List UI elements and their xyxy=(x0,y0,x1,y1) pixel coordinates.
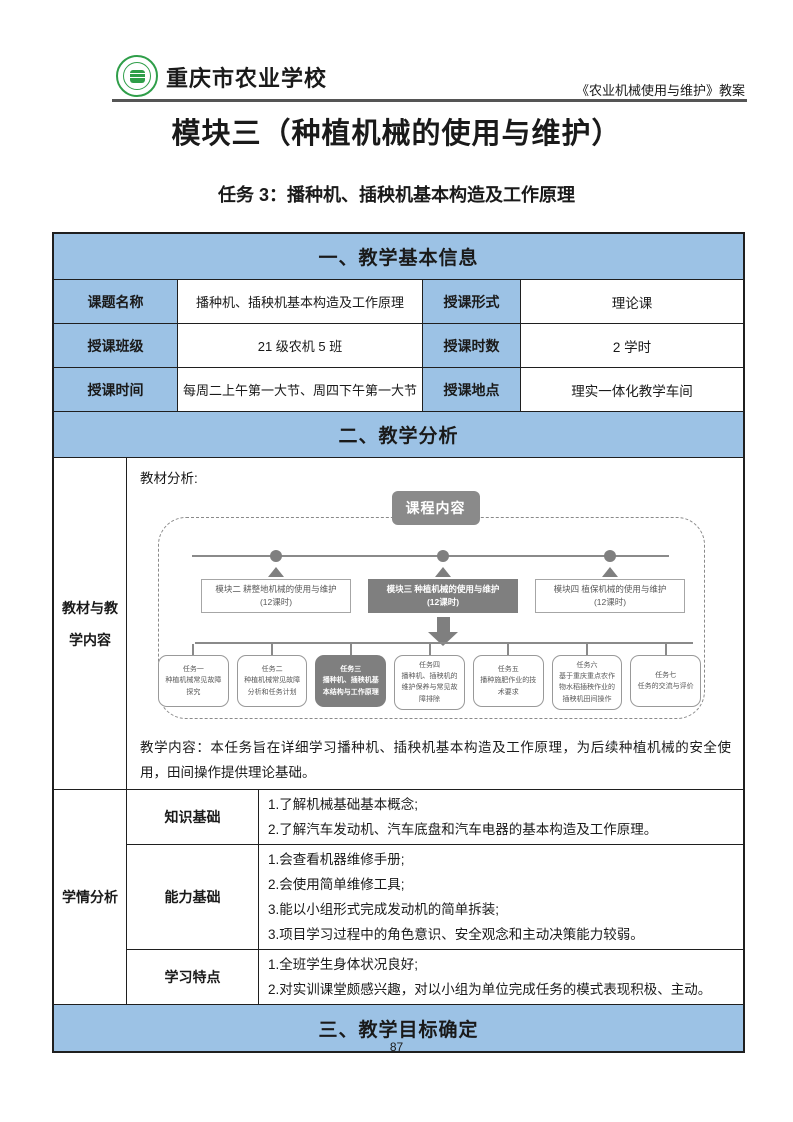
school-name: 重庆市农业学校 xyxy=(166,66,328,91)
course-content-diagram: 课程内容 模块二 耕整地机械的使用与维护 (12课时) 模块三 种植机械的使用与… xyxy=(140,491,731,729)
material-content-cell: 教材分析: 课程内容 模块二 耕整地机械的使用与维护 (12课时) 模块三 种植… xyxy=(126,458,743,789)
module-box-4: 模块四 植保机械的使用与维护 (12课时) xyxy=(535,579,685,613)
value-location: 理实一体化教学车间 xyxy=(520,368,743,411)
lesson-plan-table: 一、教学基本信息 课题名称 播种机、插秧机基本构造及工作原理 授课形式 理论课 … xyxy=(52,232,745,1053)
label-knowledge-base: 知识基础 xyxy=(127,790,259,844)
teaching-content-text: 教学内容：本任务旨在详细学习播种机、插秧机基本构造及工作原理，为后续种植机械的安… xyxy=(140,740,731,780)
task-box-6: 任务六 基于重庆重点农作物水稻插秧作业的插秧机田间操作 xyxy=(551,655,623,710)
learner-row-ability: 能力基础 1.会查看机器维修手册; 2.会使用简单维修工具; 3.能以小组形式完… xyxy=(127,844,743,949)
module-box-3-highlighted: 模块三 种植机械的使用与维护 (12课时) xyxy=(368,579,518,613)
task-box-4: 任务四 播种机、插秧机的维护保养与常见故障排除 xyxy=(394,655,465,710)
section2-header: 二、教学分析 xyxy=(54,412,743,457)
task-box-1: 任务一 种植机械常见故障探究 xyxy=(158,655,229,707)
value-course-name: 播种机、插秧机基本构造及工作原理 xyxy=(177,280,422,323)
table-row: 授课时间 每周二上午第一大节、周四下午第一大节 授课地点 理实一体化教学车间 xyxy=(54,367,743,411)
learner-row-characteristics: 学习特点 1.全班学生身体状况良好; 2.对实训课堂颇感兴趣，对以小组为单位完成… xyxy=(127,949,743,1004)
value-hours: 2 学时 xyxy=(520,324,743,367)
task-column-1: 任务一 种植机械常见故障探究 xyxy=(158,644,229,710)
down-arrow-icon xyxy=(437,617,450,632)
task-column-4: 任务四 播种机、插秧机的维护保养与常见故障排除 xyxy=(394,644,465,710)
row-label-class: 授课班级 xyxy=(54,324,177,367)
school-seal-inner-ring xyxy=(123,62,151,90)
task-column-5: 任务五 播种施肥作业的技术要求 xyxy=(472,644,544,710)
page-number: 87 xyxy=(389,1040,404,1054)
timeline-dot xyxy=(604,550,616,562)
module-timeline xyxy=(192,555,669,557)
task-column-6: 任务六 基于重庆重点农作物水稻插秧作业的插秧机田间操作 xyxy=(551,644,623,710)
task-connector-line xyxy=(195,642,693,644)
timeline-arrow-up-icon xyxy=(435,567,451,577)
course-content-badge: 课程内容 xyxy=(391,491,480,525)
learner-row-knowledge: 知识基础 1.了解机械基础基本概念; 2.了解汽车发动机、汽车底盘和汽车电器的基… xyxy=(127,790,743,844)
task-box-3-highlighted: 任务三 播种机、插秧机基本结构与工作原理 xyxy=(315,655,387,707)
row-label-material-and-content: 教材与教 学内容 xyxy=(62,599,118,648)
timeline-dot xyxy=(437,550,449,562)
ability-base-lines: 1.会查看机器维修手册; 2.会使用简单维修工具; 3.能以小组形式完成发动机的… xyxy=(268,852,644,942)
knowledge-base-lines: 1.了解机械基础基本概念; 2.了解汽车发动机、汽车底盘和汽车电器的基本构造及工… xyxy=(268,797,658,837)
row-label-time: 授课时间 xyxy=(54,368,177,411)
row-label-hours: 授课时数 xyxy=(422,324,520,367)
table-row: 课题名称 播种机、插秧机基本构造及工作原理 授课形式 理论课 xyxy=(54,279,743,323)
table-row: 授课班级 21 级农机 5 班 授课时数 2 学时 xyxy=(54,323,743,367)
learner-analysis-rows: 知识基础 1.了解机械基础基本概念; 2.了解汽车发动机、汽车底盘和汽车电器的基… xyxy=(126,790,743,1004)
header-divider xyxy=(112,99,747,102)
value-time: 每周二上午第一大节、周四下午第一大节 xyxy=(177,368,422,411)
table-row: 学情分析 知识基础 1.了解机械基础基本概念; 2.了解汽车发动机、汽车底盘和汽… xyxy=(54,789,743,1004)
learning-characteristics-lines: 1.全班学生身体状况良好; 2.对实训课堂颇感兴趣，对以小组为单位完成任务的模式… xyxy=(268,957,712,997)
task-box-2: 任务二 种植机械常见故障分析和任务计划 xyxy=(236,655,308,707)
timeline-dot xyxy=(270,550,282,562)
value-class: 21 级农机 5 班 xyxy=(177,324,422,367)
section1-header: 一、教学基本信息 xyxy=(54,234,743,279)
row-label-course-name: 课题名称 xyxy=(54,280,177,323)
section3-header: 三、教学目标确定 xyxy=(54,1005,743,1051)
task-box-5: 任务五 播种施肥作业的技术要求 xyxy=(472,655,544,707)
task-title: 任务 3：播种机、插秧机基本构造及工作原理 xyxy=(217,185,575,205)
task-box-7: 任务七 任务的交流与评价 xyxy=(630,655,702,707)
school-seal-emblem xyxy=(129,69,145,83)
row-label-teaching-form: 授课形式 xyxy=(422,280,520,323)
row-label-location: 授课地点 xyxy=(422,368,520,411)
task-column-2: 任务二 种植机械常见故障分析和任务计划 xyxy=(236,644,308,710)
table-row: 教材与教 学内容 教材分析: 课程内容 模块二 耕整地机械的使用与维护 (12课… xyxy=(54,457,743,789)
material-analysis-label: 教材分析: xyxy=(140,471,198,486)
timeline-arrow-up-icon xyxy=(268,567,284,577)
timeline-arrow-up-icon xyxy=(602,567,618,577)
label-learning-characteristics: 学习特点 xyxy=(127,950,259,1004)
task-boxes-row: 任务一 种植机械常见故障探究 任务二 种植机械常见故障分析和任务计划 xyxy=(158,644,702,710)
document-label: 《农业机械使用与维护》教案 xyxy=(575,83,745,98)
task-column-7: 任务七 任务的交流与评价 xyxy=(630,644,702,710)
module-title: 模块三（种植机械的使用与维护） xyxy=(171,118,622,150)
task-column-3: 任务三 播种机、插秧机基本结构与工作原理 xyxy=(315,644,387,710)
module-box-2: 模块二 耕整地机械的使用与维护 (12课时) xyxy=(201,579,351,613)
value-teaching-form: 理论课 xyxy=(520,280,743,323)
school-seal-icon xyxy=(116,55,158,97)
row-label-learner-analysis: 学情分析 xyxy=(62,889,118,905)
label-ability-base: 能力基础 xyxy=(127,845,259,949)
